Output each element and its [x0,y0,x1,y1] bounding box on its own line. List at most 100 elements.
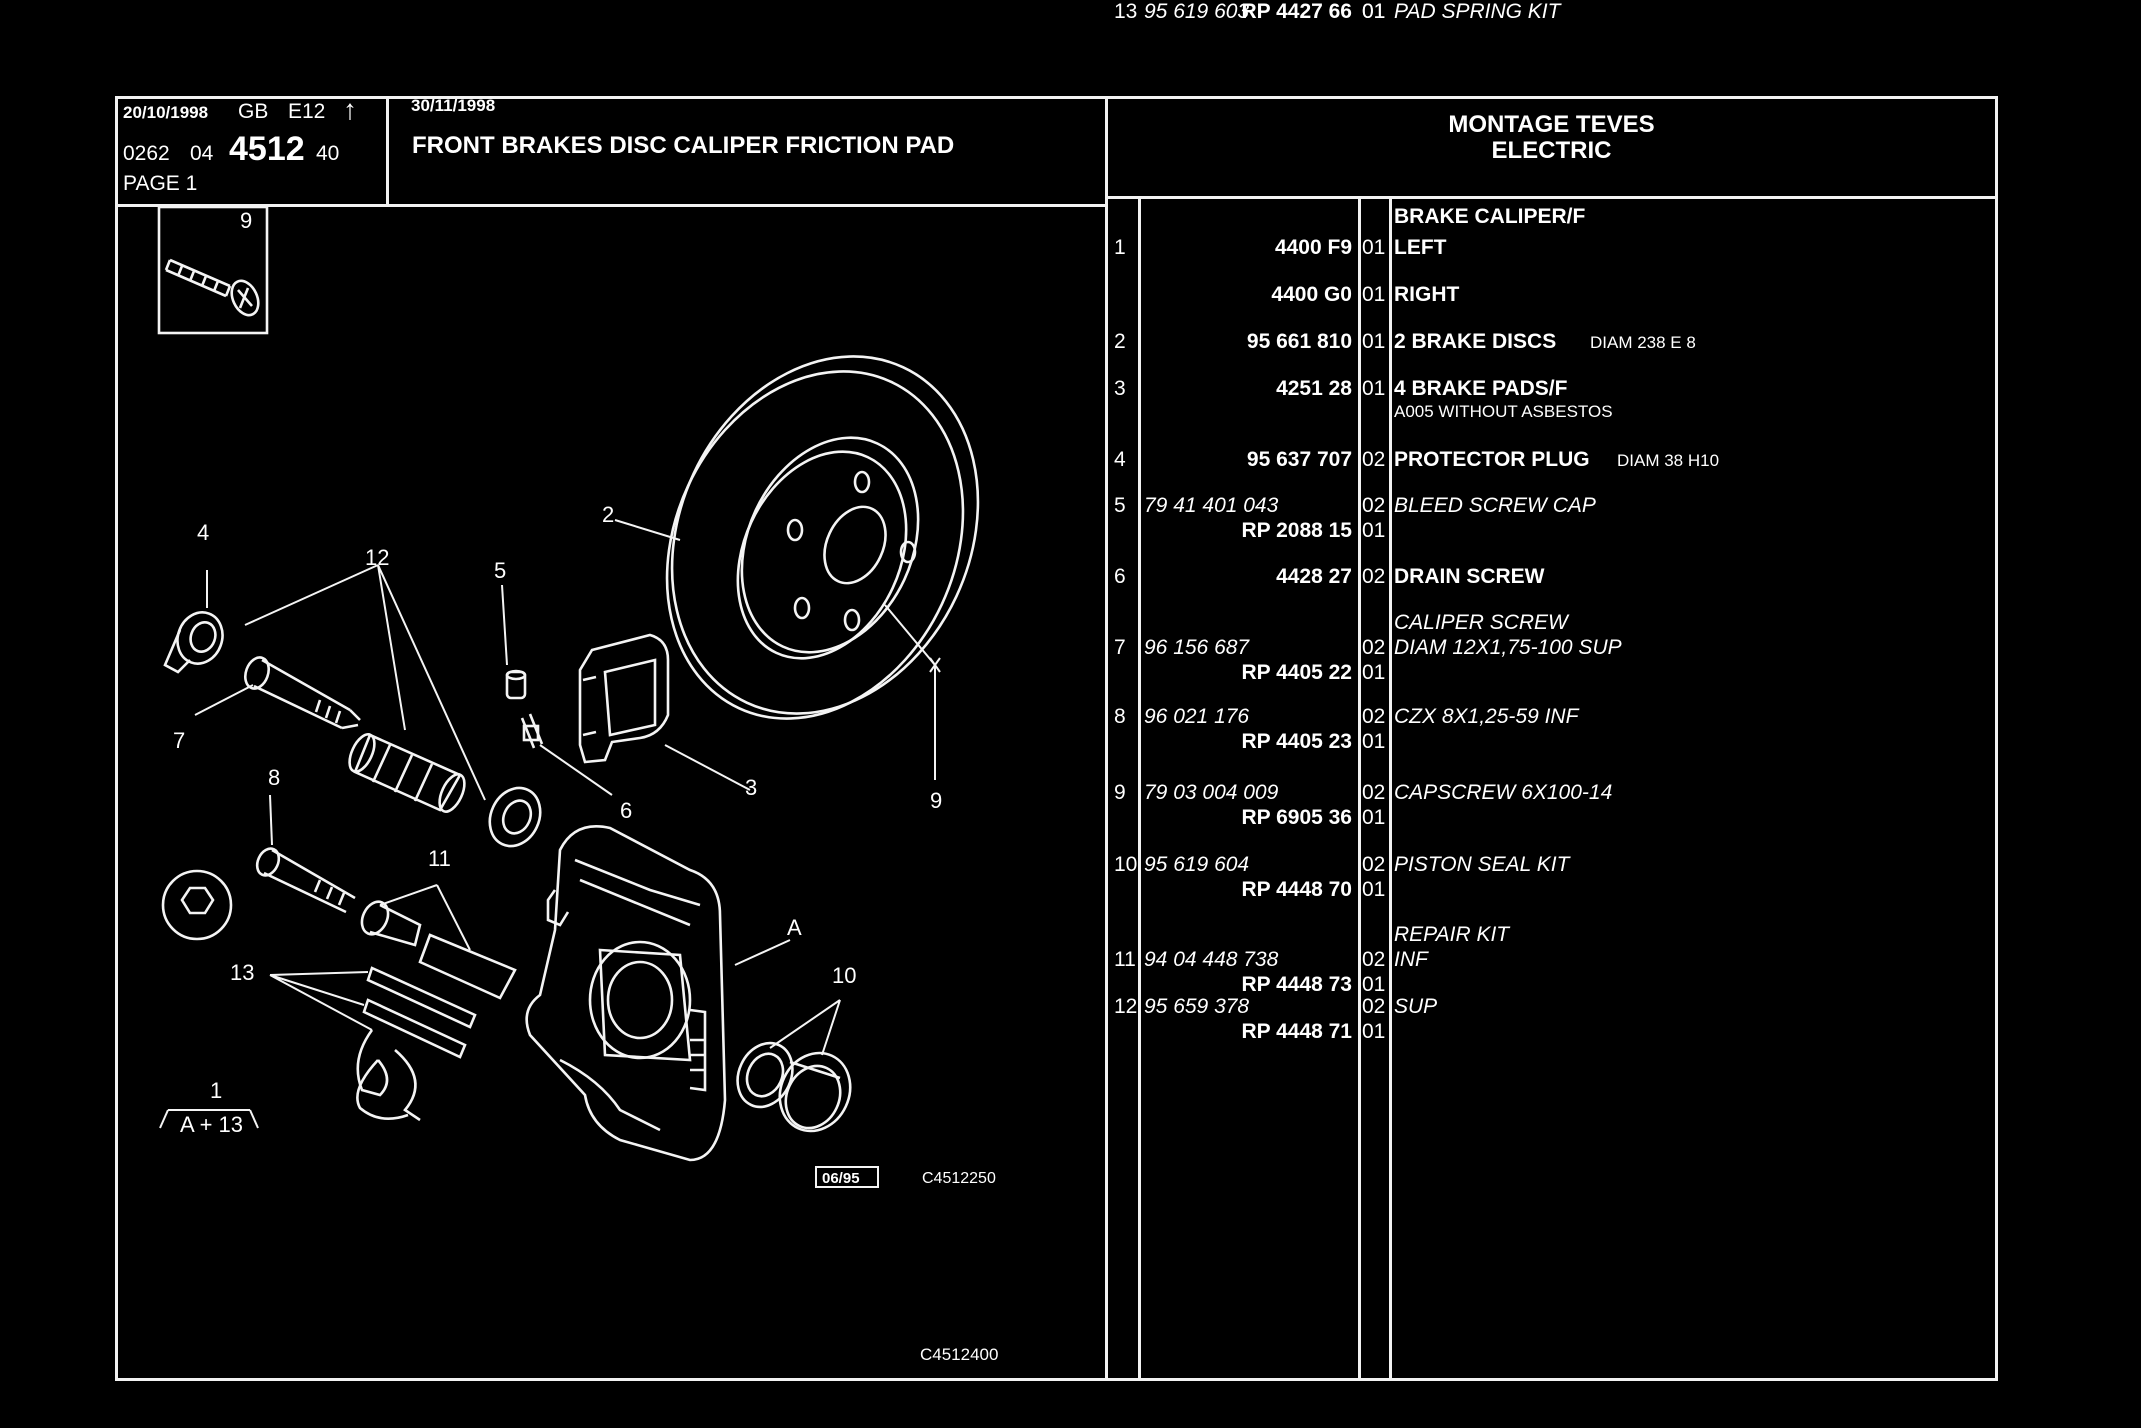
part-desc-heading: REPAIR KIT [1394,923,1510,946]
header-right-line1: MONTAGE TEVES [1448,111,1655,138]
stamp-date: 06/95 [822,1170,860,1187]
callout-13: 13 [230,960,254,985]
part-qty-rp: 01 [1362,878,1386,901]
part-ref-rp: RP 2088 15 [1241,519,1352,542]
part-qty-rp: 01 [1362,973,1386,996]
part-desc: LEFT [1394,236,1447,259]
part-qty: 01 [1362,0,1386,23]
guide-pins [356,966,477,1122]
callout-10: 10 [832,963,856,988]
header-bottom-right [1107,196,1997,199]
col-sep-1 [1138,196,1141,1380]
part-ref: 95 619 603 [1144,0,1250,23]
part-qty: 02 [1362,995,1386,1018]
part-ref-rp: RP 4448 73 [1241,973,1352,996]
callout-4: 4 [197,520,209,545]
part-desc: BLEED SCREW CAP [1394,494,1596,517]
part-qty: 01 [1362,283,1386,306]
part-ref: 96 156 687 [1144,636,1250,659]
piston-seal-ring [488,786,542,848]
piston-seal-kit [736,1041,852,1133]
part-ref: 95 659 378 [1144,995,1250,1018]
part-desc-extra: DIAM 38 H10 [1617,451,1720,470]
part-qty: 01 [1362,236,1386,259]
part-qty-rp: 01 [1362,806,1386,829]
callout-12: 12 [365,545,389,570]
header-ref-c: 40 [316,142,340,165]
guide-sleeve [348,733,466,813]
screw-icon [164,258,260,317]
caliper-body [525,825,727,1162]
frame-top [115,96,1998,99]
caliper-screw-upper [244,656,361,730]
part-ref-rp: RP 4405 23 [1241,730,1352,753]
part-qty-rp: 01 [1362,661,1386,684]
repair-kit [360,900,517,1000]
part-desc: 4 BRAKE PADS/F [1394,377,1568,400]
part-desc-heading: CALIPER SCREW [1394,611,1568,634]
part-qty: 01 [1362,330,1386,353]
frame-left [115,96,118,1381]
inset-number: 9 [240,208,252,233]
callout-9: 9 [930,788,942,813]
part-ref: 95 637 707 [1246,448,1352,471]
hex-cap [161,869,233,941]
part-ref-rp: RP 4448 71 [1241,1020,1352,1043]
part-qty: 02 [1362,781,1386,804]
drain-screw [520,713,544,749]
header-lang: GB [238,100,269,123]
part-ref: 94 04 448 738 [1144,948,1279,971]
frame-divider [1105,96,1108,1381]
part-ref: 4428 27 [1276,565,1352,588]
callout-6: 6 [620,798,632,823]
page-title: FRONT BRAKES DISC CALIPER FRICTION PAD [412,132,955,159]
header-sep [386,96,389,206]
diagram-code-bottom: C4512400 [920,1345,998,1364]
brake-disc [665,355,980,720]
part-qty-rp: 01 [1362,730,1386,753]
part-item-number: 2 [1114,330,1126,353]
part-item-number: 11 [1114,948,1136,971]
header-date2: 30/11/1998 [411,96,496,115]
part-ref: 79 03 004 009 [1144,781,1279,804]
part-item-number: 3 [1114,377,1126,400]
part-ref: 79 41 401 043 [1144,494,1279,517]
part-desc: CZX 8X1,25-59 INF [1394,705,1579,728]
part-desc: 2 BRAKE DISCS [1394,330,1557,353]
part-ref: 4400 F9 [1274,236,1352,259]
brake-pad [578,633,670,764]
col-sep-3 [1389,196,1392,1380]
col-sep-2 [1358,196,1361,1380]
part-ref-rp: RP 4448 70 [1241,878,1352,901]
part-qty-rp: 01 [1362,0,1386,23]
part-qty-rp: 01 [1362,519,1386,542]
frame-bottom [115,1378,1998,1381]
part-ref: 95 661 810 [1246,330,1352,353]
part-qty: 02 [1362,705,1386,728]
part-ref: 95 619 604 [1144,853,1250,876]
part-desc: INF [1394,948,1428,971]
callout-7: 7 [173,728,185,753]
part-item-number: 6 [1114,565,1126,588]
callout-3: 3 [745,775,757,800]
part-item-number: 13 [1114,0,1138,23]
arrow-up-icon: ↑ [343,94,357,125]
part-item-number: 4 [1114,448,1126,471]
part-desc-extra: DIAM 238 E 8 [1590,333,1696,352]
header-page: PAGE 1 [123,172,198,195]
part-desc: DRAIN SCREW [1394,565,1545,588]
part-qty: 02 [1362,636,1386,659]
callout-2: 2 [602,502,614,527]
header-right-line2: ELECTRIC [1491,137,1612,164]
callout-11: 11 [428,846,451,871]
part-desc-line2: A005 WITHOUT ASBESTOS [1394,402,1613,421]
part-desc: DIAM 12X1,75-100 SUP [1394,636,1622,659]
part-desc: PROTECTOR PLUG [1394,448,1590,471]
part-desc: SUP [1394,995,1438,1018]
part-desc: PAD SPRING KIT [1394,0,1561,23]
part-qty: 01 [1362,377,1386,400]
part-desc: BRAKE CALIPER/F [1394,205,1586,228]
header-date1: 20/10/1998 [123,103,209,122]
assembly-label: A + 13 [180,1112,243,1137]
bleed-screw-cap [505,669,527,700]
